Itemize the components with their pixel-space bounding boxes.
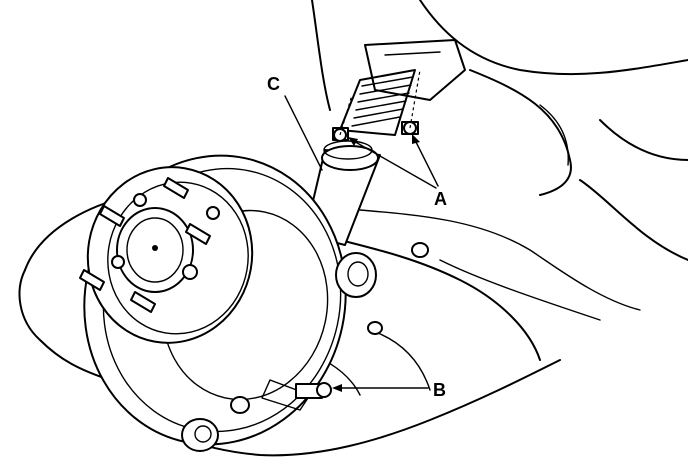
callout-b: B <box>433 380 446 400</box>
vehicle-body-outline <box>311 0 688 321</box>
callout-leaders <box>284 95 439 392</box>
callout-a: A <box>434 189 447 209</box>
lower-bushings <box>181 242 429 452</box>
bolt-b <box>295 382 332 399</box>
wheel-hub <box>79 166 254 344</box>
shock-absorber <box>304 39 466 246</box>
wheel-studs <box>79 177 211 313</box>
callout-c: C <box>267 74 280 94</box>
